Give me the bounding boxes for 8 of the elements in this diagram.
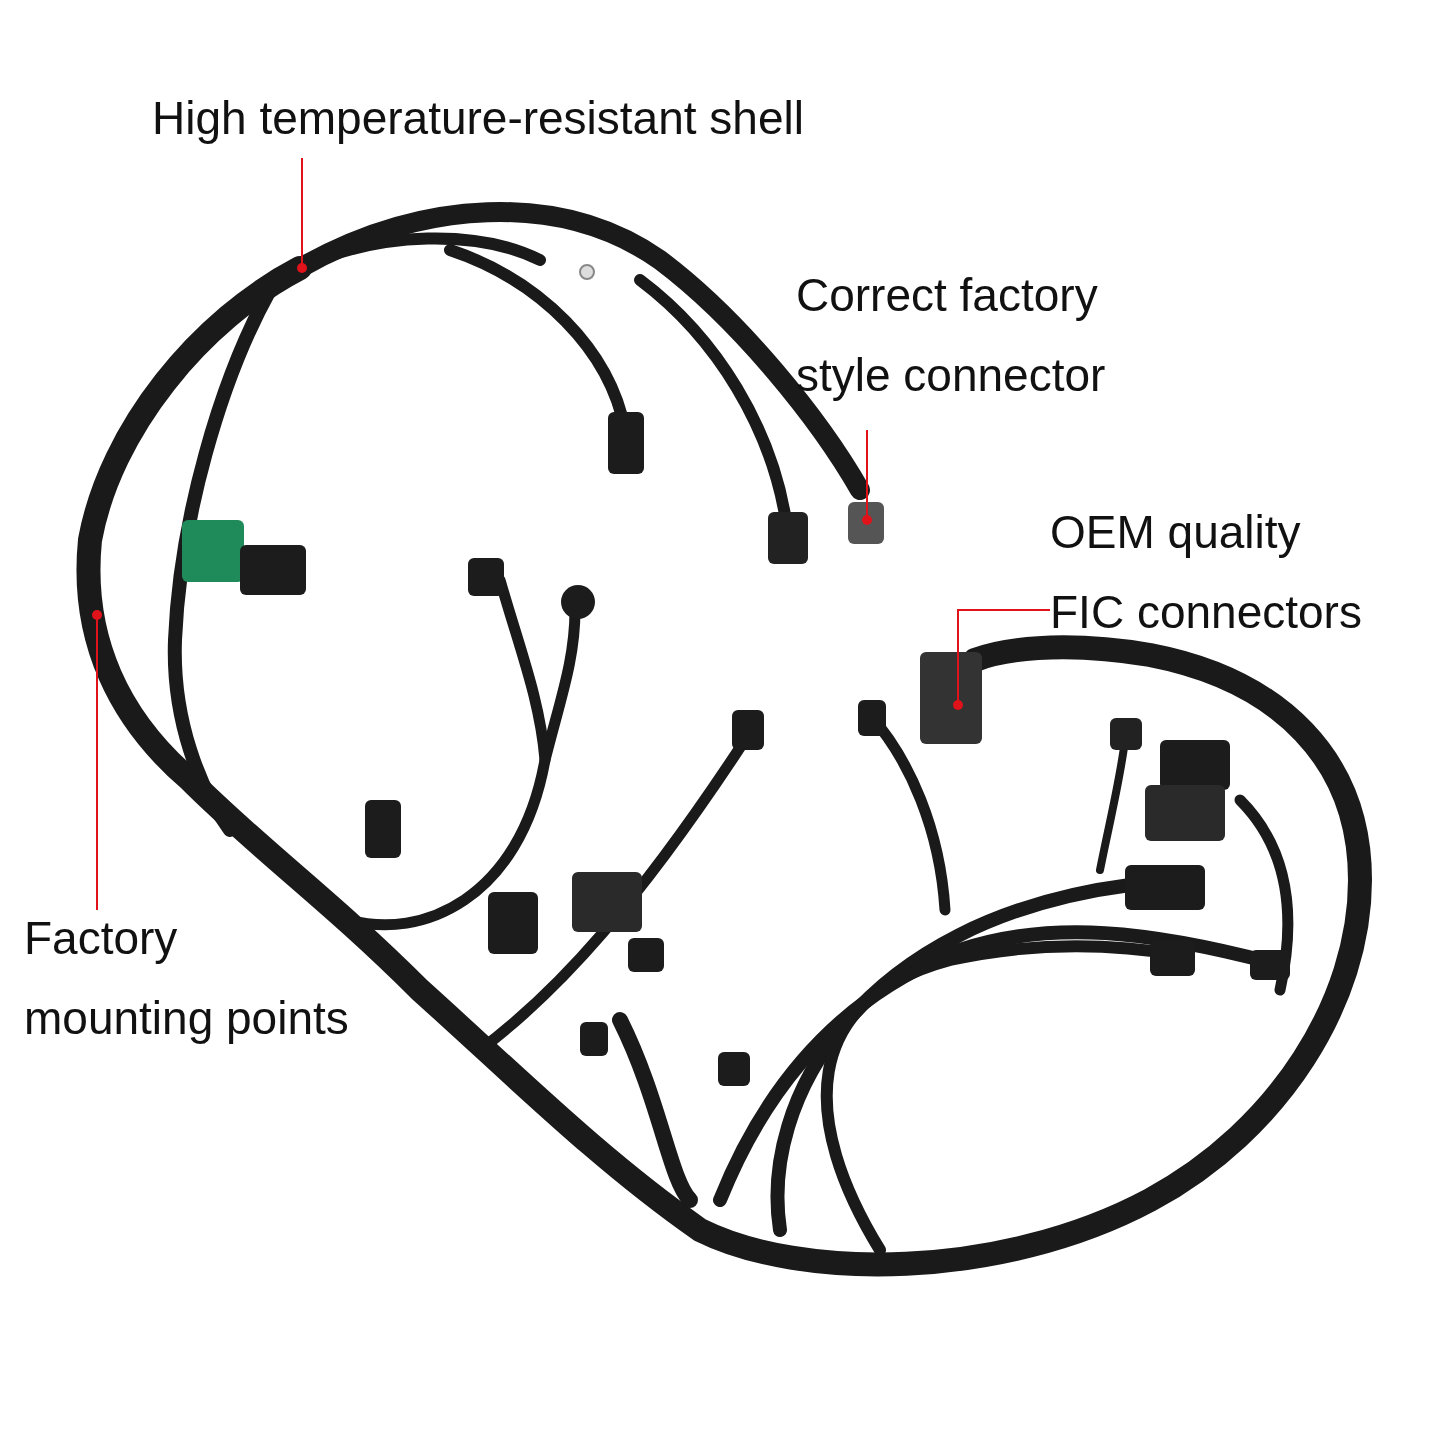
leader-line <box>297 157 307 273</box>
leader-line <box>862 429 872 525</box>
callout-text: High temperature-resistant shell <box>152 78 852 158</box>
callout-text: OEM quality FIC connectors <box>1050 492 1380 652</box>
callout-text: Correct factory style connector <box>796 255 1136 415</box>
callout-text: Factory mounting points <box>24 898 376 1058</box>
leader-line <box>953 609 1051 710</box>
leader-line <box>92 610 102 911</box>
